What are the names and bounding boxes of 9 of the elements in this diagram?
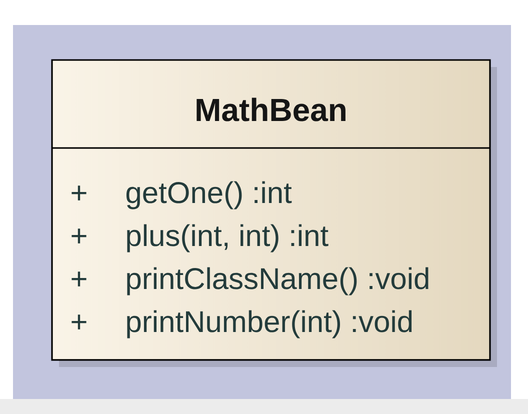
method-signature: plus(int, int) :int [127,224,328,252]
visibility-sign: + [72,314,86,330]
visibility-sign: + [72,186,86,200]
visibility-sign: + [72,272,86,286]
visibility-sign: + [72,228,86,244]
method-signature: printClassName() :void [127,267,428,296]
method-signature: printNumber(int) :void [127,310,412,338]
class-name: MathBean [196,98,346,122]
method-signature: getOne() :int [126,181,292,210]
